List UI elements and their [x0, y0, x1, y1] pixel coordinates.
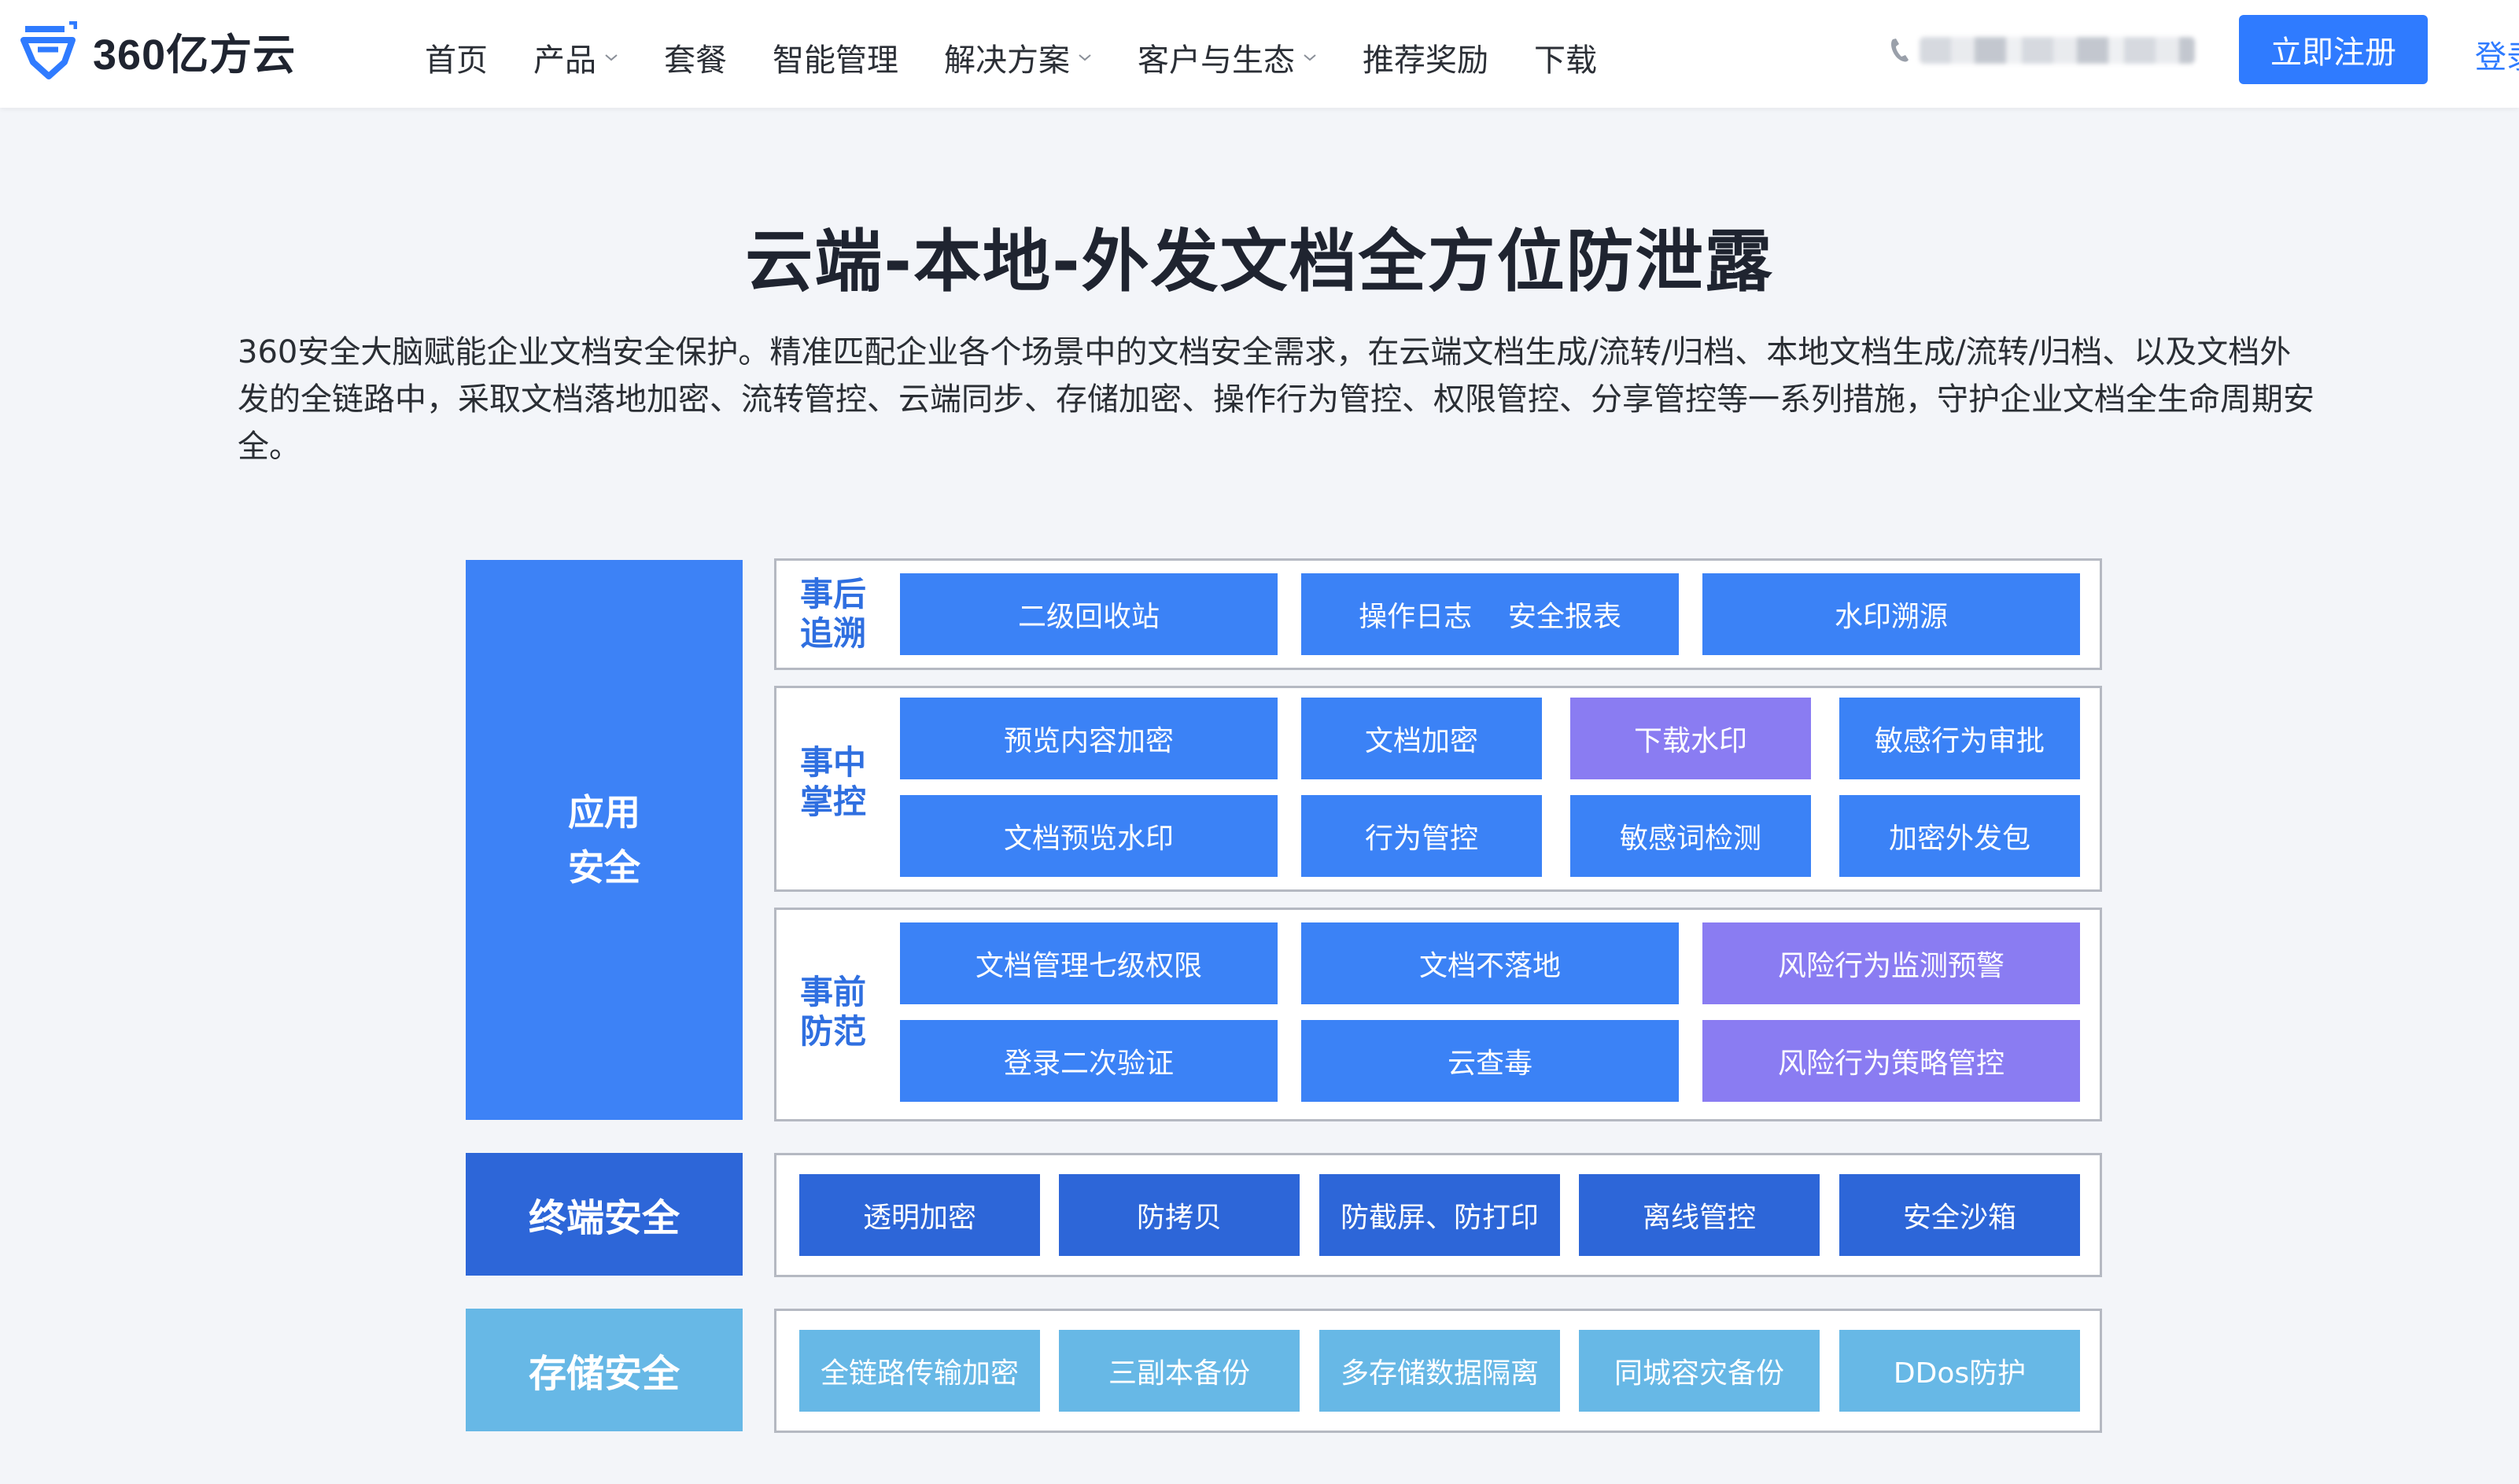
group-label-before: 事前 防范 [800, 973, 867, 1051]
nav-item-solutions[interactable]: 解决方案 [944, 28, 1092, 80]
feature-cell: 行为管控 [1301, 795, 1542, 877]
feature-cell: 防截屏、防打印 [1319, 1174, 1560, 1256]
feature-cell: 登录二次验证 [900, 1020, 1278, 1102]
feature-cell: 同城容灾备份 [1579, 1330, 1820, 1412]
nav-label: 推荐奖励 [1363, 42, 1488, 79]
nav-label: 下载 [1534, 42, 1597, 79]
app-security-label: 应用 安全 [568, 791, 640, 889]
nav-item-home[interactable]: 首页 [425, 28, 488, 80]
feature-cell: DDos防护 [1839, 1330, 2080, 1412]
feature-cell: 下载水印 [1570, 698, 1811, 779]
feature-cell: 三副本备份 [1059, 1330, 1300, 1412]
logo-icon [20, 21, 77, 79]
feature-cell: 文档预览水印 [900, 795, 1278, 877]
feature-cell: 二级回收站 [900, 573, 1278, 655]
phone-icon [1891, 39, 1909, 62]
chevron-down-icon [605, 53, 618, 61]
page-title: 云端-本地-外发文档全方位防泄露 [745, 223, 1774, 301]
nav-item-download[interactable]: 下载 [1534, 28, 1597, 80]
intro-paragraph: 360安全大脑赋能企业文档安全保护。精准匹配企业各个场景中的文档安全需求，在云端… [238, 334, 2314, 465]
feature-cell: 防拷贝 [1059, 1174, 1300, 1256]
feature-cell: 透明加密 [799, 1174, 1040, 1256]
feature-cell: 文档不落地 [1301, 922, 1679, 1004]
group-before-prevention: 事前 防范 文档管理七级权限 文档不落地 风险行为监测预警 登录二次验证 云查毒… [774, 908, 2102, 1121]
feature-cell: 敏感行为审批 [1839, 698, 2080, 779]
nav-label: 智能管理 [773, 42, 898, 79]
nav-label: 套餐 [664, 42, 727, 79]
nav-label: 客户与生态 [1138, 42, 1295, 79]
feature-cell: 预览内容加密 [900, 698, 1278, 779]
storage-security-label: 存储安全 [528, 1352, 680, 1396]
app-security-block: 应用 安全 [466, 560, 743, 1120]
chevron-down-icon [1304, 53, 1316, 61]
feature-cell: 水印溯源 [1702, 573, 2080, 655]
group-after-tracing: 事后 追溯 二级回收站 操作日志 安全报表 水印溯源 [774, 558, 2102, 670]
main-nav: 首页 产品 套餐 智能管理 解决方案 客户与生态 推荐奖励 下载 [425, 0, 1643, 108]
group-label-during: 事中 掌控 [800, 743, 867, 821]
feature-cell: 操作日志 安全报表 [1301, 573, 1679, 655]
nav-item-products[interactable]: 产品 [533, 28, 618, 80]
terminal-security-label: 终端安全 [528, 1196, 680, 1240]
nav-item-plans[interactable]: 套餐 [664, 28, 727, 80]
logo-text: 360亿方云 [93, 31, 297, 79]
feature-cell: 全链路传输加密 [799, 1330, 1040, 1412]
feature-cell: 敏感词检测 [1570, 795, 1811, 877]
redacted-phone-number [1920, 37, 2195, 64]
top-header: 360亿方云 首页 产品 套餐 智能管理 解决方案 客户与生态 推荐奖励 下载 [0, 0, 2519, 108]
login-link[interactable]: 登录 [2475, 39, 2519, 75]
feature-cell: 加密外发包 [1839, 795, 2080, 877]
feature-cell: 多存储数据隔离 [1319, 1330, 1560, 1412]
terminal-security-block: 终端安全 [466, 1153, 743, 1276]
hotline-redacted [1888, 28, 2200, 72]
nav-label: 首页 [425, 42, 488, 79]
feature-cell: 安全沙箱 [1839, 1174, 2080, 1256]
group-storage-security: 全链路传输加密 三副本备份 多存储数据隔离 同城容灾备份 DDos防护 [774, 1309, 2102, 1433]
feature-cell: 风险行为监测预警 [1702, 922, 2080, 1004]
nav-item-customers-ecosystem[interactable]: 客户与生态 [1138, 28, 1317, 80]
register-button[interactable]: 立即注册 [2239, 15, 2428, 84]
feature-cell: 云查毒 [1301, 1020, 1679, 1102]
storage-security-block: 存储安全 [466, 1309, 743, 1431]
group-label-after: 事后 追溯 [800, 575, 867, 653]
nav-label: 产品 [533, 42, 596, 79]
group-terminal-security: 透明加密 防拷贝 防截屏、防打印 离线管控 安全沙箱 [774, 1153, 2102, 1277]
feature-cell: 离线管控 [1579, 1174, 1820, 1256]
feature-cell: 风险行为策略管控 [1702, 1020, 2080, 1102]
feature-cell: 文档管理七级权限 [900, 922, 1278, 1004]
feature-cell: 文档加密 [1301, 698, 1542, 779]
group-during-control: 事中 掌控 预览内容加密 文档加密 下载水印 敏感行为审批 文档预览水印 行为管… [774, 686, 2102, 892]
nav-item-referral[interactable]: 推荐奖励 [1363, 28, 1488, 80]
brand-logo[interactable]: 360亿方云 [20, 20, 296, 80]
nav-item-smart-management[interactable]: 智能管理 [773, 28, 898, 80]
chevron-down-icon [1079, 53, 1091, 61]
nav-label: 解决方案 [944, 42, 1070, 79]
